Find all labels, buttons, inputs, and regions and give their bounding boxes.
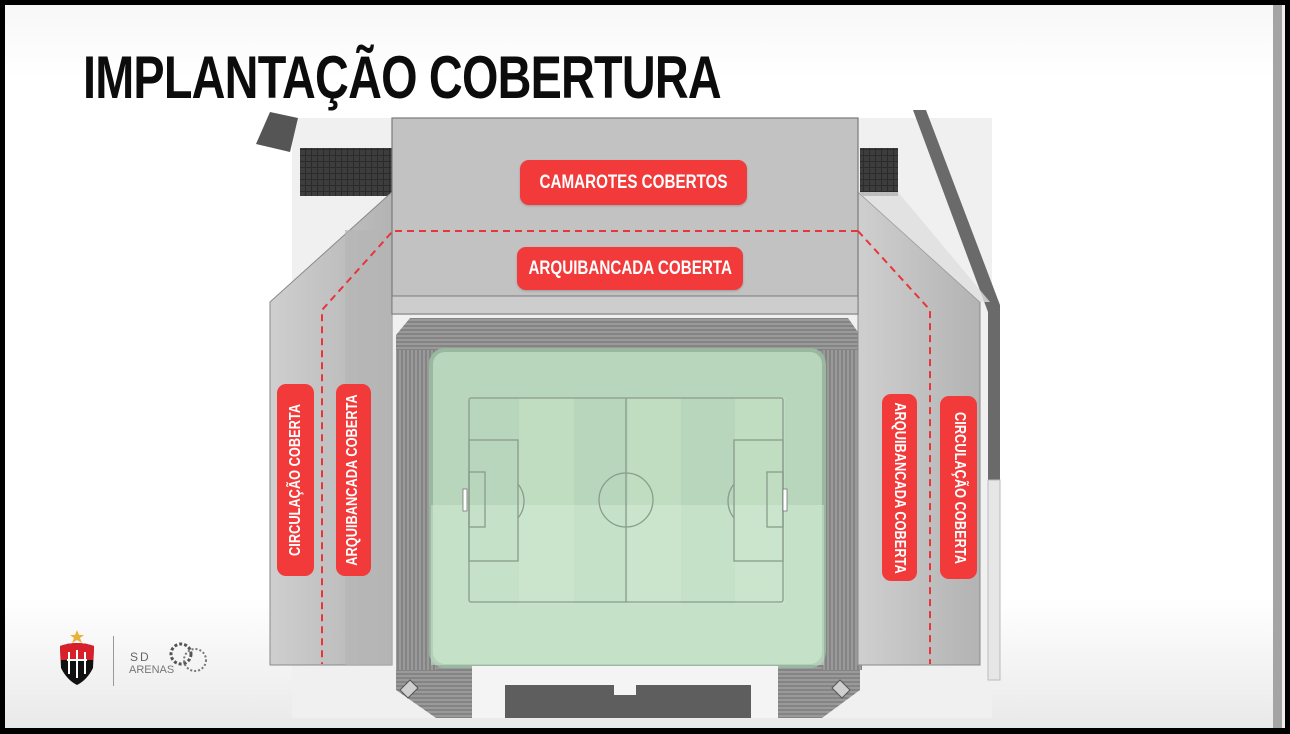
footer-logos: SD ARENAS	[57, 630, 217, 690]
logo-divider	[113, 636, 114, 686]
sd-arenas-logo-icon	[169, 642, 207, 672]
stadium-plan-drawing	[256, 110, 1001, 718]
club-crest-icon	[60, 630, 94, 685]
label-arquibancada-coberta-right: ARQUIBANCADA COBERTA	[882, 394, 917, 581]
partner-name-line1: SD	[130, 650, 151, 664]
presentation-slide: IMPLANTAÇÃO COBERTURA	[5, 5, 1273, 728]
partner-name-line2: ARENAS	[129, 664, 175, 676]
label-arquibancada-coberta-left: ARQUIBANCADA COBERTA	[336, 384, 371, 576]
label-camarotes-cobertos: CAMAROTES COBERTOS	[520, 160, 747, 205]
label-circulacao-coberta-right: CIRCULAÇÃO COBERTA	[940, 396, 977, 579]
label-arquibancada-coberta-top: ARQUIBANCADA COBERTA	[517, 247, 743, 290]
slide-title: IMPLANTAÇÃO COBERTURA	[83, 44, 722, 111]
slide-right-edge	[1282, 5, 1285, 728]
label-circulacao-coberta-left: CIRCULAÇÃO COBERTA	[277, 384, 314, 576]
slide-right-border	[1273, 5, 1282, 728]
